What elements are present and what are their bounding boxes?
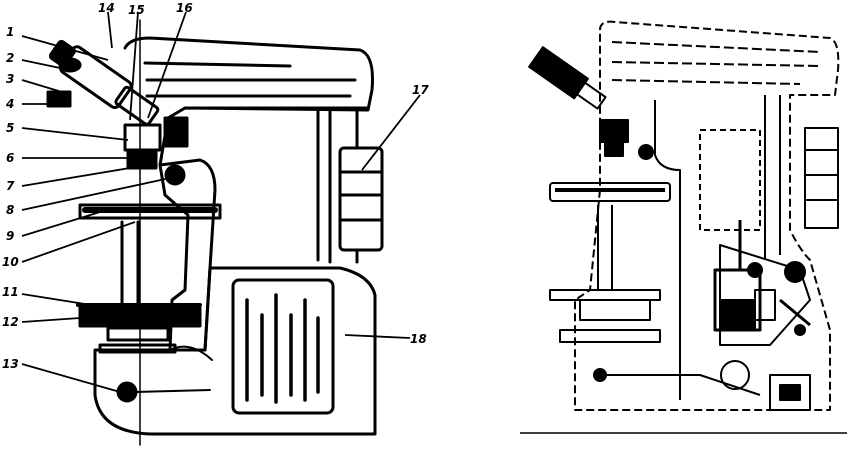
callout-16: 16 xyxy=(176,1,193,15)
cutaway-nosepiece xyxy=(599,119,629,143)
callout-10: 10 xyxy=(2,255,19,269)
cutaway-handwheel xyxy=(549,289,661,301)
eyepiece-knob xyxy=(58,57,82,73)
cutaway-mechanism xyxy=(713,220,811,346)
callout-6: 6 xyxy=(6,151,14,165)
callout-3: 3 xyxy=(6,72,14,86)
external-view xyxy=(46,19,384,446)
base-lever xyxy=(134,389,211,393)
callout-17: 17 xyxy=(412,83,429,97)
eyepiece-assembly xyxy=(48,39,160,126)
callout-7: 7 xyxy=(6,179,15,193)
callout-14: 14 xyxy=(98,1,115,15)
side-knob xyxy=(164,164,186,186)
column-body xyxy=(158,158,217,352)
cutaway-pulley xyxy=(720,360,750,390)
vent-panel xyxy=(231,278,335,415)
cutaway-weights xyxy=(804,127,839,229)
cutaway-eyepiece xyxy=(528,46,607,110)
callout-11: 11 xyxy=(2,285,19,299)
nosepiece xyxy=(123,123,162,152)
head-tower xyxy=(316,108,332,264)
base-knob xyxy=(116,381,138,403)
cutaway-side-knob xyxy=(638,144,654,160)
eyepiece-cap xyxy=(46,90,72,108)
base xyxy=(93,266,377,436)
inner-wall xyxy=(654,100,681,400)
objective-block xyxy=(163,116,189,148)
callout-18: 18 xyxy=(410,332,427,346)
cutaway-housing xyxy=(574,20,840,411)
callout-2: 2 xyxy=(6,51,14,65)
work-table xyxy=(78,203,222,220)
callout-15: 15 xyxy=(128,3,145,17)
head-housing xyxy=(123,36,374,167)
callout-9: 9 xyxy=(6,229,14,243)
cutaway-grooves xyxy=(611,41,821,85)
cutaway-table xyxy=(549,182,671,202)
spindle xyxy=(120,220,140,307)
callout-8: 8 xyxy=(6,203,14,217)
callout-numbers: 1 2 3 4 5 6 7 8 9 10 11 12 13 14 15 16 1… xyxy=(2,1,429,371)
inner-wall-dashed xyxy=(699,129,761,231)
cutaway-spindle xyxy=(597,205,613,290)
head-grooves xyxy=(143,61,357,98)
leader-lines xyxy=(21,11,421,393)
callout-1: 1 xyxy=(6,25,14,39)
vent-slots xyxy=(245,293,320,404)
callout-4: 4 xyxy=(5,97,14,111)
cutaway-base-lever xyxy=(595,374,761,396)
column-foot xyxy=(98,343,177,354)
rear-column xyxy=(764,95,781,260)
callout-12: 12 xyxy=(2,315,19,329)
callout-13: 13 xyxy=(2,357,19,371)
spindle-nut xyxy=(106,326,170,342)
cutaway-view xyxy=(520,20,847,434)
cutaway-motor xyxy=(769,374,811,411)
indenter-holder xyxy=(126,148,158,170)
callout-5: 5 xyxy=(6,121,14,135)
weight-stack xyxy=(338,110,384,264)
cable xyxy=(169,345,213,361)
